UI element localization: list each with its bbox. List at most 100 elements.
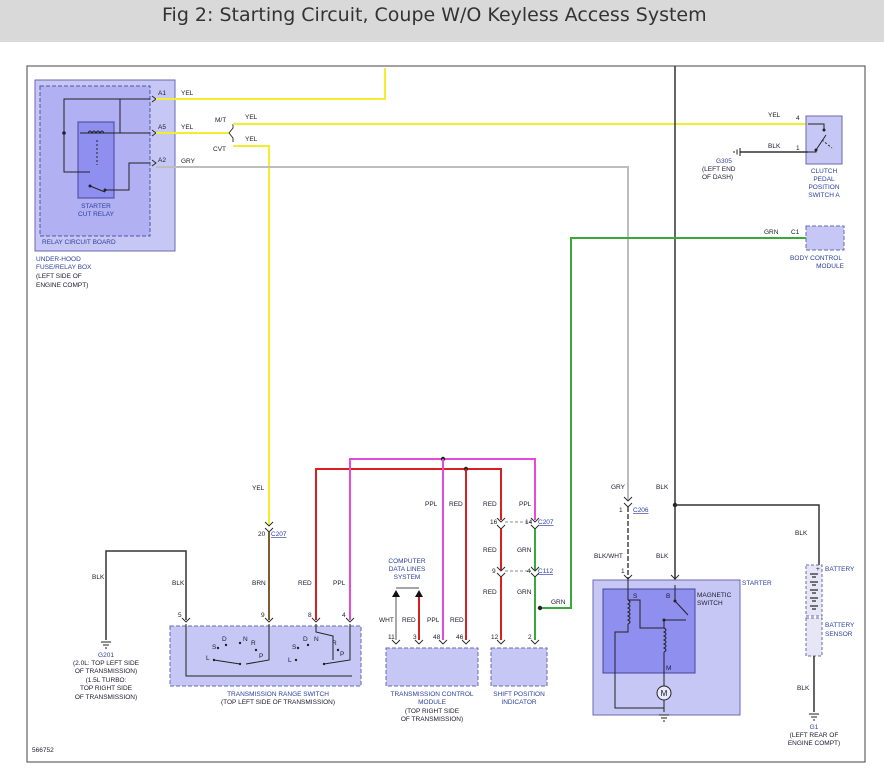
wire-label-grn-4: GRN — [517, 589, 532, 596]
ground-g201-icon — [101, 641, 111, 649]
c207a-label: C207 — [271, 531, 287, 538]
g201-loc-5: OF TRANSMISSION) — [75, 694, 137, 701]
option-mt: M/T — [215, 117, 226, 124]
clutch-pedal-switch — [805, 115, 843, 165]
c207a-pin-20: 20 — [258, 531, 266, 538]
ground-g305-label: G305 — [716, 158, 732, 165]
wire-label-red-trs8: RED — [298, 580, 312, 587]
wire-label-red-top: RED — [483, 501, 497, 508]
spi-pin-16: 16 — [490, 519, 498, 526]
wire-label-blk-st: BLK — [656, 553, 669, 560]
wire-label-ppl-top: PPL — [519, 501, 532, 508]
wire-label-ppl-48: PPL — [425, 501, 438, 508]
clutch-label-3: POSITION — [808, 184, 839, 191]
gear-l-2: L — [288, 657, 292, 664]
wire-label-gry-c206: GRY — [611, 484, 626, 491]
spi-label-2: INDICATOR — [501, 699, 536, 706]
wire-label-ppl-48b: PPL — [427, 617, 440, 624]
tcm-pin-11: 11 — [388, 634, 395, 641]
bcm-label-1: BODY CONTROL — [790, 255, 842, 262]
bcm-label-2: MODULE — [816, 263, 844, 270]
wire-label-blk-g1: BLK — [797, 685, 810, 692]
starter-motor-label: M — [661, 689, 668, 698]
battery-sensor — [805, 617, 823, 657]
wire-label-blk-trs5: BLK — [172, 580, 185, 587]
wire-label-yel-c207: YEL — [252, 485, 265, 492]
page-title: Fig 2: Starting Circuit, Coupe W/O Keyle… — [162, 4, 707, 26]
wire-label-red-9: RED — [483, 589, 497, 596]
fuse-box-label-3: (LEFT SIDE OF — [36, 273, 82, 280]
g1-loc-1: (LEFT REAR OF — [790, 732, 839, 739]
wire-yel-a1 — [156, 68, 386, 100]
wire-label-ppl-14: GRN — [517, 547, 532, 554]
g201-loc-4: TOP RIGHT SIDE — [80, 685, 133, 692]
ground-g1-icon — [809, 713, 819, 721]
g201-loc-2: OF TRANSMISSION) — [75, 668, 137, 675]
battery-sensor-label-2: SENSOR — [825, 631, 853, 638]
c207b-label: C207 — [538, 519, 554, 526]
wire-label-red-3: RED — [402, 617, 416, 624]
fuse-box-label-2: FUSE/RELAY BOX — [36, 264, 92, 271]
gear-n-2: N — [314, 636, 319, 643]
wire-label-yel-a1: YEL — [181, 90, 194, 97]
wire-label-blk-g201: BLK — [92, 574, 105, 581]
wire-label-yel-mt: YEL — [245, 114, 258, 121]
gear-l-1: L — [206, 655, 210, 662]
wire-label-red-46: RED — [449, 501, 463, 508]
gear-d-1: D — [222, 636, 227, 643]
transmission-range-switch — [169, 625, 362, 687]
wire-label-yel-cvt: YEL — [245, 136, 258, 143]
wire-grn-bcm — [540, 237, 806, 609]
data-lines-label-3: SYSTEM — [394, 574, 421, 581]
battery-label: BATTERY — [825, 566, 855, 573]
relay-label-1: STARTER — [81, 203, 111, 210]
tcm-pin-48: 48 — [433, 634, 441, 641]
gear-d-2: D — [303, 636, 308, 643]
gear-s-1: S — [212, 644, 217, 651]
wire-blk-battery — [675, 504, 820, 565]
starter-cut-relay — [77, 121, 115, 199]
wire-label-blk-batt: BLK — [795, 530, 808, 537]
gear-r-2: R — [332, 640, 337, 647]
bcm-pin-c1: C1 — [791, 229, 800, 236]
g305-loc-2: OF DASH) — [702, 174, 733, 181]
wire-label-yel-a5: YEL — [181, 124, 194, 131]
tcm-label-3: (TOP RIGHT SIDE — [405, 708, 460, 715]
magnetic-switch-label-2: SWITCH — [697, 600, 723, 607]
transmission-control-module — [385, 647, 479, 687]
fuse-box-label-4: ENGINE COMPT) — [36, 282, 88, 289]
clutch-label-2: PEDAL — [813, 176, 835, 183]
wire-label-gry-a2: GRY — [181, 158, 196, 165]
wire-label-blk-g305: BLK — [768, 143, 781, 150]
wire-label-wht: WHT — [379, 617, 394, 624]
trs-pin-8: 8 — [308, 612, 312, 619]
title-bar: Fig 2: Starting Circuit, Coupe W/O Keyle… — [0, 0, 884, 42]
wire-red-top — [315, 468, 502, 620]
clutch-pin-1: 1 — [796, 145, 800, 152]
g1-loc-2: ENGINE COMPT) — [788, 740, 840, 747]
clutch-pin-4: 4 — [796, 115, 800, 122]
gear-s-2: S — [292, 644, 297, 651]
trs-pin-4: 4 — [342, 612, 346, 619]
battery-sensor-label-1: BATTERY — [825, 622, 855, 629]
starter-label: STARTER — [742, 580, 772, 587]
magnetic-switch-label-1: MAGNETIC — [697, 592, 732, 599]
wire-label-blkwht: BLK/WHT — [594, 553, 623, 560]
gear-n-1: N — [243, 636, 248, 643]
tcm-pin-3: 3 — [413, 634, 417, 641]
c112-label: C112 — [538, 568, 553, 575]
c206-label: C206 — [633, 507, 649, 514]
trs-label-1: TRANSMISSION RANGE SWITCH — [227, 691, 329, 698]
tcm-label-4: OF TRANSMISSION) — [401, 716, 463, 723]
starter-pin-1: 1 — [621, 568, 625, 575]
diagram-frame — [26, 65, 866, 763]
spi-pin-14: 14 — [525, 519, 533, 526]
tcm-pin-46: 46 — [456, 634, 464, 641]
fuse-box-label-1: UNDER-HOOD — [36, 256, 81, 263]
data-lines-label-2: DATA LINES — [389, 566, 426, 573]
starter-motor-icon — [656, 685, 672, 701]
wire-label-brn: BRN — [252, 580, 266, 587]
tcm-label-1: TRANSMISSION CONTROL — [390, 691, 473, 698]
trs-label-2: (TOP LEFT SIDE OF TRANSMISSION) — [221, 699, 335, 706]
